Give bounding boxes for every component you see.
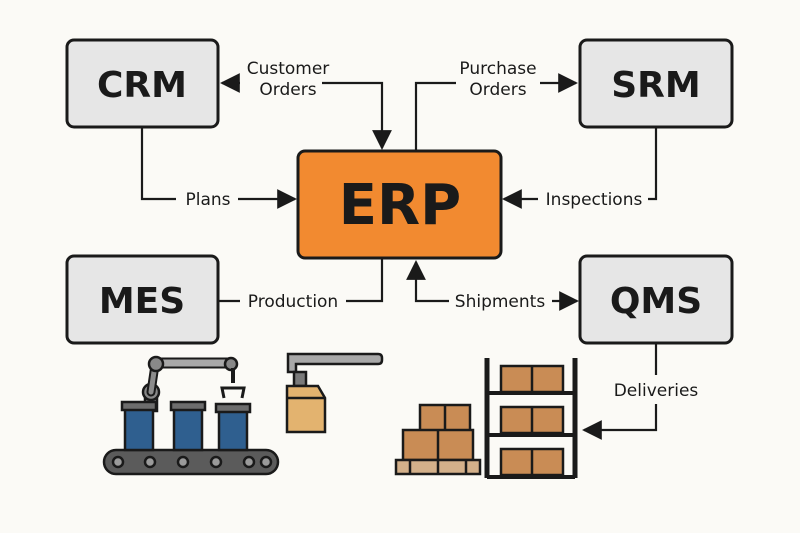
crm-label: CRM [97, 65, 187, 106]
erp-node: ERP [296, 149, 503, 260]
inspections-edge [502, 127, 658, 209]
qms-label: QMS [610, 281, 702, 322]
srm-label: SRM [611, 65, 700, 106]
customer-orders-label-line1: Customer [247, 59, 330, 79]
purchase-orders-label-line2: Orders [469, 80, 526, 100]
shipments-edge [406, 260, 579, 311]
erp-label: ERP [339, 173, 461, 238]
qms-node: QMS [578, 254, 734, 345]
plans-label: Plans [185, 190, 230, 210]
crm-node: CRM [65, 38, 220, 129]
production-label: Production [248, 292, 338, 312]
mes-node: MES [65, 254, 220, 345]
production-edge [218, 258, 384, 303]
purchase-orders-label-line1: Purchase [459, 59, 536, 79]
plans-edge [140, 127, 297, 209]
pallet-boxes-illustration [394, 403, 482, 476]
conveyor-belt-illustration [102, 448, 280, 476]
inspections-label: Inspections [546, 190, 643, 210]
srm-node: SRM [578, 38, 734, 129]
purchase-orders-edge [414, 73, 578, 151]
gantry-crane-illustration [285, 352, 384, 434]
product-canisters-illustration [120, 400, 252, 452]
shipments-label: Shipments [455, 292, 546, 312]
storage-rack-illustration [484, 358, 578, 479]
customer-orders-label-line2: Orders [259, 80, 316, 100]
deliveries-edge [582, 343, 658, 440]
mes-label: MES [99, 281, 185, 322]
customer-orders-edge [220, 73, 392, 150]
deliveries-label: Deliveries [614, 381, 699, 401]
